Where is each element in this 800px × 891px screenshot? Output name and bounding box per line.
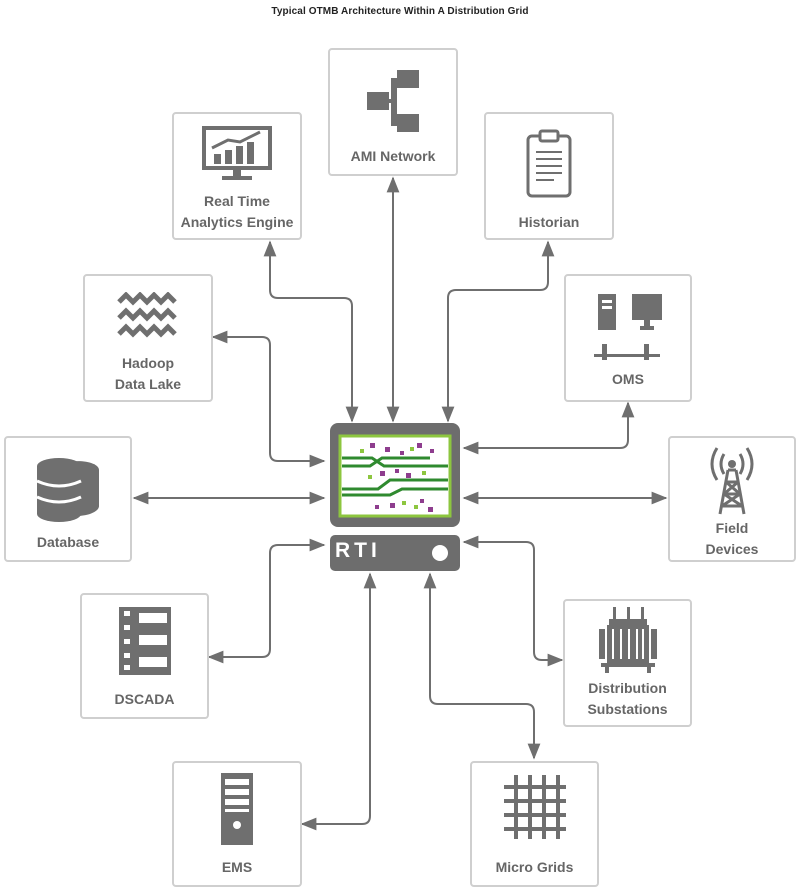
node-field-devices: Field Devices xyxy=(668,436,796,562)
diagram-title: Typical OTMB Architecture Within A Distr… xyxy=(271,6,529,17)
link-oms xyxy=(462,401,635,455)
node-micro-grids: Micro Grids xyxy=(470,761,599,887)
clipboard-icon xyxy=(526,129,572,198)
tower-server-icon xyxy=(221,773,253,845)
link-analytics xyxy=(263,240,359,423)
link-historian xyxy=(441,240,555,423)
node-label-line1: Distribution xyxy=(588,680,667,696)
node-dscada: DSCADA xyxy=(80,593,209,719)
node-label: DSCADA xyxy=(114,691,175,707)
node-label-line1: Hadoop xyxy=(121,355,175,371)
antenna-tower-icon xyxy=(710,447,754,515)
wave-icon xyxy=(117,292,177,338)
node-label-line2: Data Lake xyxy=(114,376,182,392)
transformer-icon xyxy=(598,607,657,673)
node-label-line1: Field xyxy=(715,520,749,536)
node-label-line1: Real Time xyxy=(204,193,270,209)
node-label: AMI Network xyxy=(350,148,436,164)
node-label: Database xyxy=(36,534,100,550)
node-label-line2: Analytics Engine xyxy=(180,214,294,230)
link-microgrids xyxy=(423,572,541,760)
node-label: Historian xyxy=(518,214,580,230)
grid-icon xyxy=(503,775,566,839)
node-label: OMS xyxy=(612,371,644,387)
server-rack-icon xyxy=(118,607,171,675)
node-ami-network: AMI Network xyxy=(328,48,458,176)
link-hadoop xyxy=(211,330,326,468)
node-distribution-substations: Distribution Substations xyxy=(563,599,692,727)
rti-label: RTI xyxy=(335,539,381,562)
node-label: EMS xyxy=(221,859,253,875)
link-ems xyxy=(300,572,377,831)
node-ems: EMS xyxy=(172,761,302,887)
node-label-line2: Substations xyxy=(587,701,668,717)
node-database: Database xyxy=(4,436,132,562)
link-substations xyxy=(462,535,564,667)
node-label-line2: Devices xyxy=(705,541,759,557)
hierarchy-icon xyxy=(367,70,419,132)
node-historian: Historian xyxy=(484,112,614,240)
node-oms: OMS xyxy=(564,274,692,402)
network-computers-icon xyxy=(594,294,662,360)
link-dscada xyxy=(207,538,326,664)
node-hadoop-data-lake: Hadoop Data Lake xyxy=(83,274,213,402)
monitor-chart-icon xyxy=(202,126,272,180)
database-icon xyxy=(36,458,99,522)
node-analytics-engine: Real Time Analytics Engine xyxy=(172,112,302,240)
rti-hub xyxy=(330,423,460,571)
node-label: Micro Grids xyxy=(495,859,574,875)
